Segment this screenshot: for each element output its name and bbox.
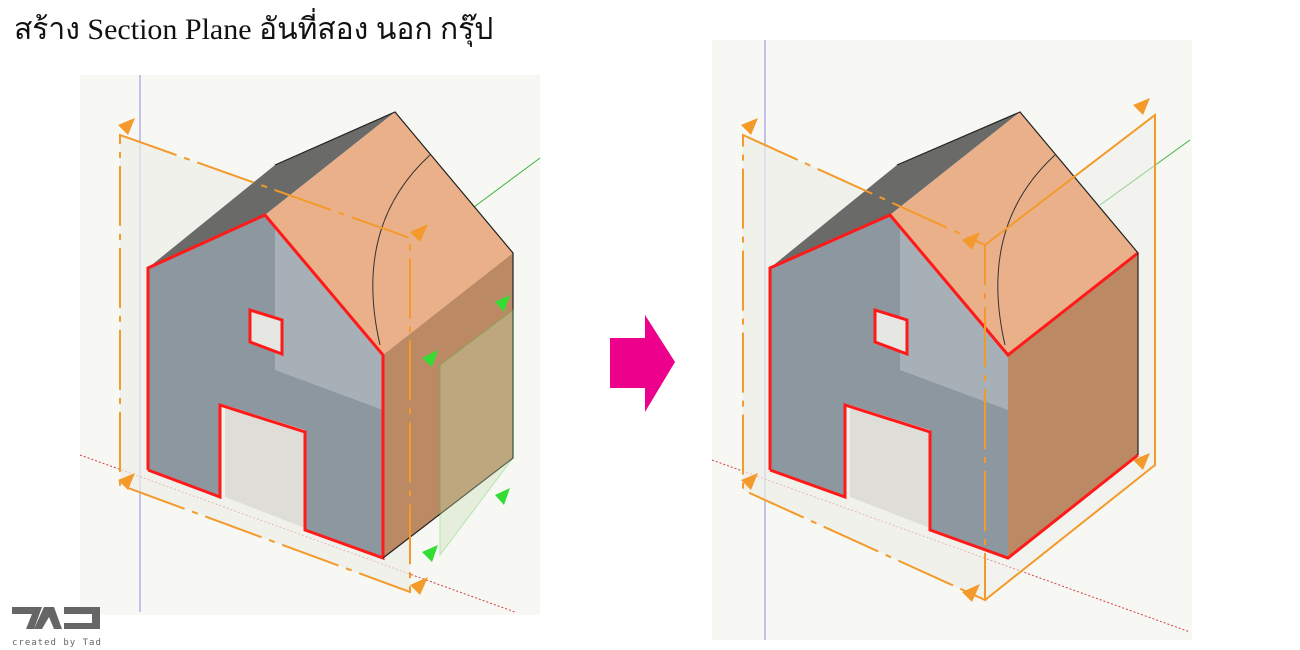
- wall-back-interior: [265, 215, 383, 410]
- wall-right: [383, 253, 513, 558]
- tad-logo-icon: [12, 607, 100, 629]
- page-title: สร้าง Section Plane อันที่สอง นอก กรุ๊ป: [14, 13, 494, 46]
- roof-right: [265, 112, 513, 355]
- section-plane-arrow-icons: [118, 118, 428, 595]
- viewport-before: [79, 75, 541, 615]
- green-axis: [469, 157, 541, 211]
- section-cut: [146, 213, 385, 561]
- logo: created by Tad: [12, 605, 107, 648]
- green-plane-arrow-icons: [422, 295, 510, 562]
- logo-caption: created by Tad: [12, 638, 102, 648]
- window: [248, 307, 284, 357]
- green-section-plane: [439, 308, 514, 557]
- roof-left: [148, 112, 395, 268]
- door: [225, 405, 305, 528]
- arrow-right-icon: [610, 315, 675, 412]
- viewport-after: [711, 40, 1192, 640]
